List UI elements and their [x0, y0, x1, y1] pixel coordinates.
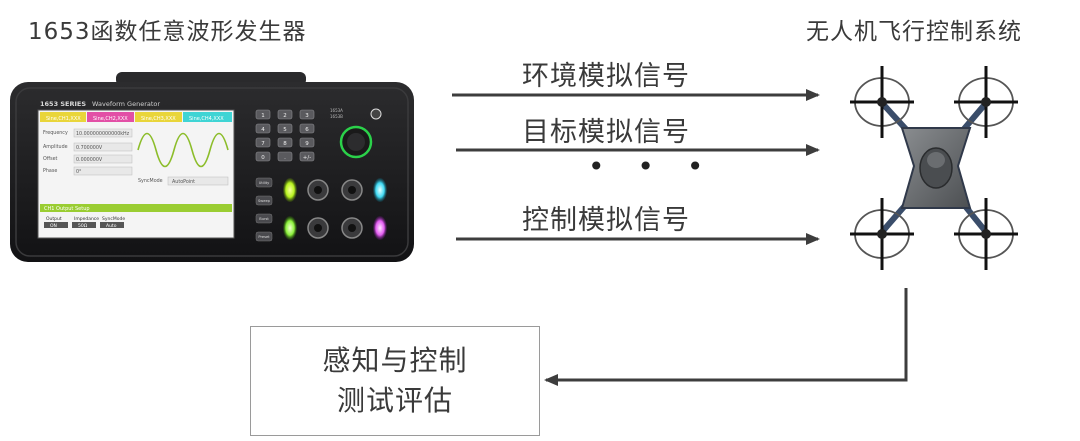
- svg-text:4: 4: [261, 127, 265, 133]
- svg-text:Frequency: Frequency: [43, 130, 68, 136]
- svg-text:SyncMode: SyncMode: [102, 216, 125, 222]
- signal-label-environment: 环境模拟信号: [522, 61, 690, 92]
- channel-tab-1: [40, 112, 86, 122]
- svg-text:Auto: Auto: [106, 223, 117, 229]
- svg-text:6: 6: [305, 127, 309, 133]
- channel-tab-4: [183, 112, 232, 122]
- svg-text:SyncMode: SyncMode: [138, 178, 163, 184]
- uav-quadcopter: [850, 66, 1018, 270]
- device-screen-title: Waveform Generator: [92, 100, 160, 108]
- keypad: [255, 109, 315, 162]
- svg-text:5: 5: [283, 127, 287, 133]
- svg-text:+/-: +/-: [303, 155, 311, 161]
- evaluation-line-1: 感知与控制: [322, 344, 468, 377]
- svg-text:AutoPoint: AutoPoint: [172, 179, 195, 185]
- svg-text:1653A: 1653A: [330, 108, 343, 113]
- svg-text:Sine,CH3,XXX: Sine,CH3,XXX: [141, 116, 176, 122]
- svg-text:Output: Output: [46, 216, 62, 222]
- svg-text:Preset: Preset: [258, 235, 270, 239]
- svg-text:Sine,CH4,XXX: Sine,CH4,XXX: [189, 116, 224, 122]
- svg-text:Utility: Utility: [259, 181, 270, 185]
- evaluation-box: 感知与控制 测试评估: [250, 326, 540, 436]
- device-screen: [37, 109, 235, 239]
- ellipsis: • • •: [588, 150, 716, 183]
- svg-text:Amplitude: Amplitude: [43, 144, 68, 150]
- rotor-rear-right: [954, 198, 1018, 270]
- svg-text:2: 2: [283, 113, 287, 119]
- uav-title: 无人机飞行控制系统: [806, 19, 1022, 45]
- svg-text:1653B: 1653B: [330, 114, 343, 119]
- svg-text:.: .: [284, 155, 286, 161]
- feedback-arrow: [544, 288, 908, 386]
- svg-text:8: 8: [283, 141, 287, 147]
- svg-text:Phase: Phase: [43, 168, 57, 174]
- svg-text:Burst: Burst: [259, 217, 269, 221]
- device-brand: 1653 SERIES: [40, 100, 86, 108]
- svg-text:0.700000V: 0.700000V: [76, 145, 103, 151]
- signal-arrows: [452, 89, 820, 245]
- svg-text:1: 1: [261, 113, 265, 119]
- svg-text:Sine,CH1,XXX: Sine,CH1,XXX: [46, 116, 81, 122]
- svg-text:7: 7: [261, 141, 265, 147]
- svg-text:0°: 0°: [76, 169, 81, 175]
- svg-text:0.000000V: 0.000000V: [76, 157, 103, 163]
- param-rows: Frequency 10.000000000000kHz Amplitude 0…: [43, 128, 229, 186]
- svg-text:0: 0: [261, 155, 265, 161]
- evaluation-line-2: 测试评估: [336, 384, 453, 417]
- waveform-generator-device: 1653 SERIES Waveform Generator Sine,CH1,…: [10, 72, 414, 262]
- svg-text:Offset: Offset: [43, 156, 58, 162]
- signal-label-target: 目标模拟信号: [522, 117, 690, 148]
- rotor-front-left: [850, 66, 914, 138]
- generator-title: 1653函数任意波形发生器: [28, 19, 307, 45]
- svg-text:ON: ON: [50, 223, 57, 229]
- channel-tab-2: [87, 112, 134, 122]
- channel-tab-3: [135, 112, 182, 122]
- svg-text:3: 3: [305, 113, 309, 119]
- sine-waveform: [137, 132, 229, 168]
- svg-text:50Ω: 50Ω: [78, 223, 88, 229]
- rotor-front-right: [954, 66, 1018, 138]
- side-keys: [255, 177, 273, 242]
- rotor-rear-left: [850, 198, 914, 270]
- svg-text:Impedance: Impedance: [74, 216, 99, 222]
- svg-text:CH1 Output Setup: CH1 Output Setup: [44, 206, 90, 212]
- svg-text:9: 9: [305, 141, 309, 147]
- output-connectors: [283, 178, 387, 240]
- svg-text:Sine,CH2,XXX: Sine,CH2,XXX: [93, 116, 128, 122]
- screen-footer-bar: [40, 204, 232, 212]
- svg-text:10.000000000000kHz: 10.000000000000kHz: [76, 131, 130, 137]
- signal-label-control: 控制模拟信号: [522, 205, 690, 236]
- svg-text:Sweep: Sweep: [258, 199, 271, 203]
- power-button: [370, 108, 382, 120]
